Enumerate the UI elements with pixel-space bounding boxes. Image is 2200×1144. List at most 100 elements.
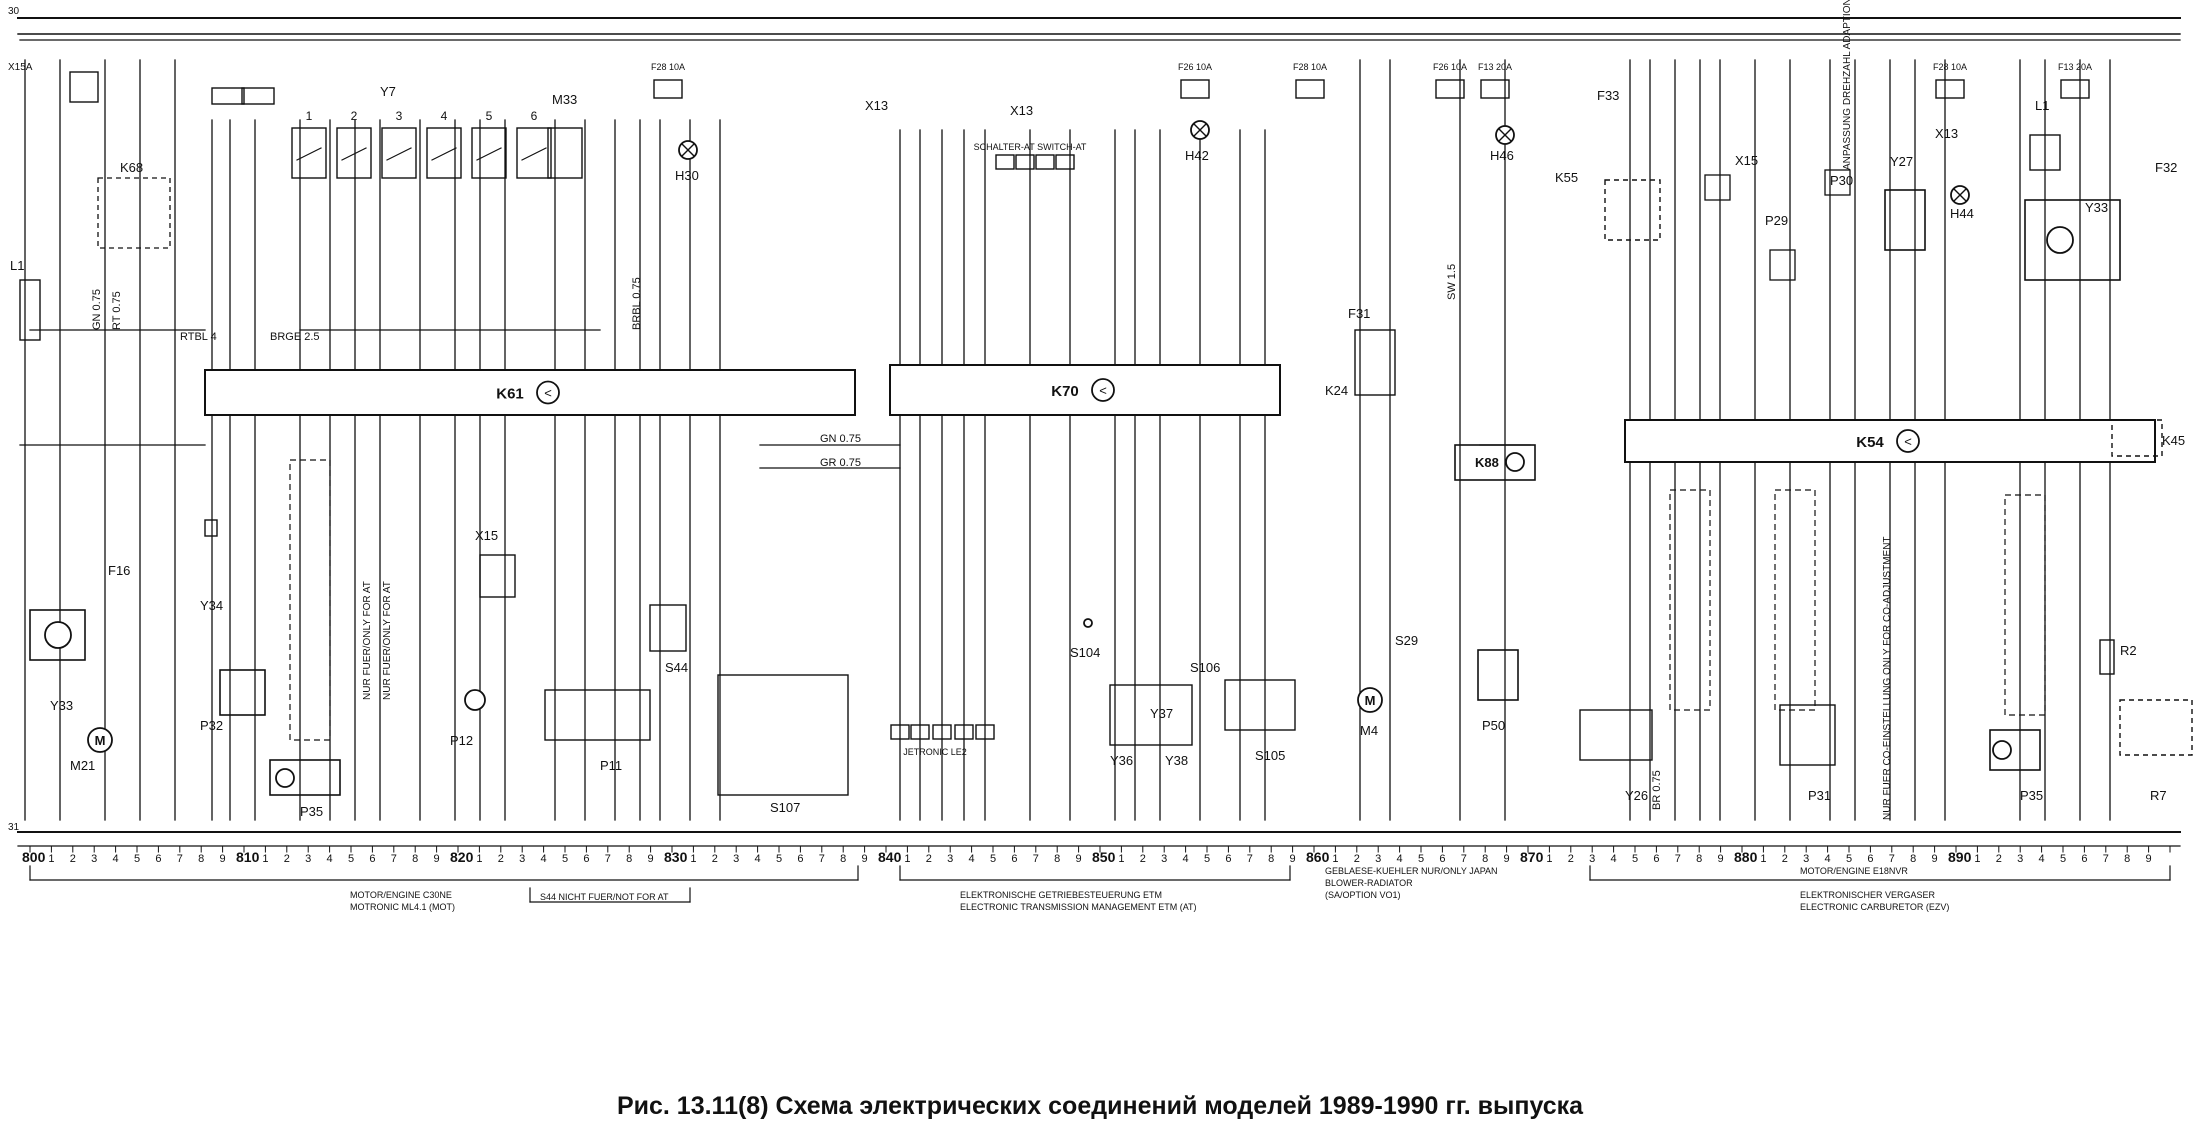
fuse-box-0 bbox=[653, 79, 683, 99]
scale-digit: 1 bbox=[262, 853, 268, 865]
label-p30: P30 bbox=[1830, 173, 1853, 188]
label-s106: S106 bbox=[1190, 660, 1220, 675]
label-f33: F33 bbox=[1597, 88, 1619, 103]
scale-digit: 5 bbox=[2060, 853, 2066, 865]
scale-mark: 800 bbox=[22, 849, 46, 865]
injector-num-6: 6 bbox=[531, 109, 538, 123]
scale-digit: 4 bbox=[327, 853, 333, 865]
scale-digit: 7 bbox=[1461, 853, 1467, 865]
fuse-label-0: F28 10A bbox=[651, 62, 685, 72]
fuse-k68-top bbox=[69, 71, 99, 103]
y26-shield bbox=[1669, 489, 1711, 711]
wire-label-brge25: BRGE 2.5 bbox=[270, 331, 320, 343]
schalter-pin-0 bbox=[995, 154, 1015, 170]
fuse-label-4: F13 20A bbox=[1478, 62, 1512, 72]
scale-digit: 9 bbox=[2146, 853, 2152, 865]
r2-resistor bbox=[2099, 639, 2115, 675]
scale-digit: 1 bbox=[1760, 853, 1766, 865]
y37-block bbox=[1109, 684, 1193, 746]
scale-digit: 8 bbox=[1696, 853, 1702, 865]
scale-mark: 820 bbox=[450, 849, 474, 865]
scale-digit: 3 bbox=[947, 853, 953, 865]
injector-num-2: 2 bbox=[351, 109, 358, 123]
switch-at-label: SCHALTER-AT SWITCH-AT bbox=[974, 142, 1087, 152]
y27-valve bbox=[1884, 189, 1926, 251]
label-k24: K24 bbox=[1325, 383, 1348, 398]
label-f32: F32 bbox=[2155, 160, 2177, 175]
x15-right-switch bbox=[1704, 174, 1731, 201]
label-s107: S107 bbox=[770, 800, 800, 815]
scale-mark: 810 bbox=[236, 849, 260, 865]
scale-digit: 3 bbox=[1161, 853, 1167, 865]
s105-switch bbox=[1224, 679, 1296, 731]
label-p12: P12 bbox=[450, 733, 473, 748]
ecu-k61-label: K61 bbox=[496, 386, 524, 403]
scale-digit: 8 bbox=[1268, 853, 1274, 865]
y33-box bbox=[29, 609, 86, 661]
fuse-box-3 bbox=[1435, 79, 1465, 99]
label-p50: P50 bbox=[1482, 718, 1505, 733]
scale-digit: 5 bbox=[562, 853, 568, 865]
wire-label-at-2: NUR FUER/ONLY FOR AT bbox=[382, 581, 393, 700]
l1-coil bbox=[19, 279, 41, 341]
scale-digit: 8 bbox=[1054, 853, 1060, 865]
label-s105: S105 bbox=[1255, 748, 1285, 763]
injector-coil bbox=[431, 147, 457, 161]
label-x13-a: X13 bbox=[865, 98, 888, 113]
label-h30: H30 bbox=[675, 168, 699, 183]
jetronic-pin-0 bbox=[890, 724, 910, 740]
section-blower-2: BLOWER-RADIATOR bbox=[1325, 878, 1413, 888]
scale-digit: 8 bbox=[1482, 853, 1488, 865]
section-blower-3: (SA/OPTION VO1) bbox=[1325, 890, 1401, 900]
scale-digit: 4 bbox=[969, 853, 975, 865]
k55-relay bbox=[1604, 179, 1661, 241]
p35-left-symbol bbox=[275, 768, 295, 788]
label-p31: P31 bbox=[1808, 788, 1831, 803]
scale-digit: 5 bbox=[1632, 853, 1638, 865]
scale-digit: 6 bbox=[1011, 853, 1017, 865]
scale-digit: 2 bbox=[712, 853, 718, 865]
fuse-box-1 bbox=[1180, 79, 1210, 99]
fuse-box-2 bbox=[1295, 79, 1325, 99]
rail-label-x15a: X15A bbox=[8, 62, 33, 73]
p31-sensor bbox=[1779, 704, 1836, 766]
label-h42: H42 bbox=[1185, 148, 1209, 163]
scale-mark: 830 bbox=[664, 849, 688, 865]
fuse-label-6: F13 20A bbox=[2058, 62, 2092, 72]
scale-digit: 5 bbox=[1418, 853, 1424, 865]
injector-3 bbox=[381, 127, 417, 179]
injector-coil bbox=[341, 147, 367, 161]
scale-digit: 9 bbox=[1076, 853, 1082, 865]
scale-digit: 5 bbox=[776, 853, 782, 865]
injector-6 bbox=[516, 127, 552, 179]
ecu-k54 bbox=[1624, 419, 2156, 463]
scale-digit: 2 bbox=[70, 853, 76, 865]
injector-coil bbox=[476, 147, 502, 161]
p30-sensor bbox=[1824, 169, 1851, 196]
scale-mark: 860 bbox=[1306, 849, 1330, 865]
label-k45: K45 bbox=[2162, 433, 2185, 448]
label-m4: M4 bbox=[1360, 723, 1378, 738]
fuse-label-1: F26 10A bbox=[1178, 62, 1212, 72]
wire-label-gr075-k70: GR 0.75 bbox=[820, 457, 861, 469]
jetronic-pin-3 bbox=[954, 724, 974, 740]
scale-digit: 8 bbox=[1910, 853, 1916, 865]
label-y33: Y33 bbox=[50, 698, 73, 713]
wire-label-gn075-k70: GN 0.75 bbox=[820, 433, 861, 445]
schalter-pin-1 bbox=[1015, 154, 1035, 170]
ecu-k70-icon bbox=[1091, 378, 1115, 402]
wire-label-brbl: BRBL 0.75 bbox=[631, 277, 643, 330]
p35-shield-left bbox=[289, 459, 331, 741]
section-ezv-3: ELECTRONIC CARBURETOR (EZV) bbox=[1800, 902, 1949, 912]
scale-digit: 8 bbox=[2124, 853, 2130, 865]
scale-digit: 9 bbox=[862, 853, 868, 865]
wire-label-at-1: NUR FUER/ONLY FOR AT bbox=[362, 581, 373, 700]
scale-digit: 8 bbox=[626, 853, 632, 865]
p35-sensor-left bbox=[269, 759, 341, 796]
label-y26: Y26 bbox=[1625, 788, 1648, 803]
scale-digit: 2 bbox=[284, 853, 290, 865]
label-p35-right: P35 bbox=[2020, 788, 2043, 803]
m21-motor-m: M bbox=[95, 733, 106, 748]
section-ezv-1: MOTOR/ENGINE E18NVR bbox=[1800, 866, 1908, 876]
scale-digit: 1 bbox=[48, 853, 54, 865]
